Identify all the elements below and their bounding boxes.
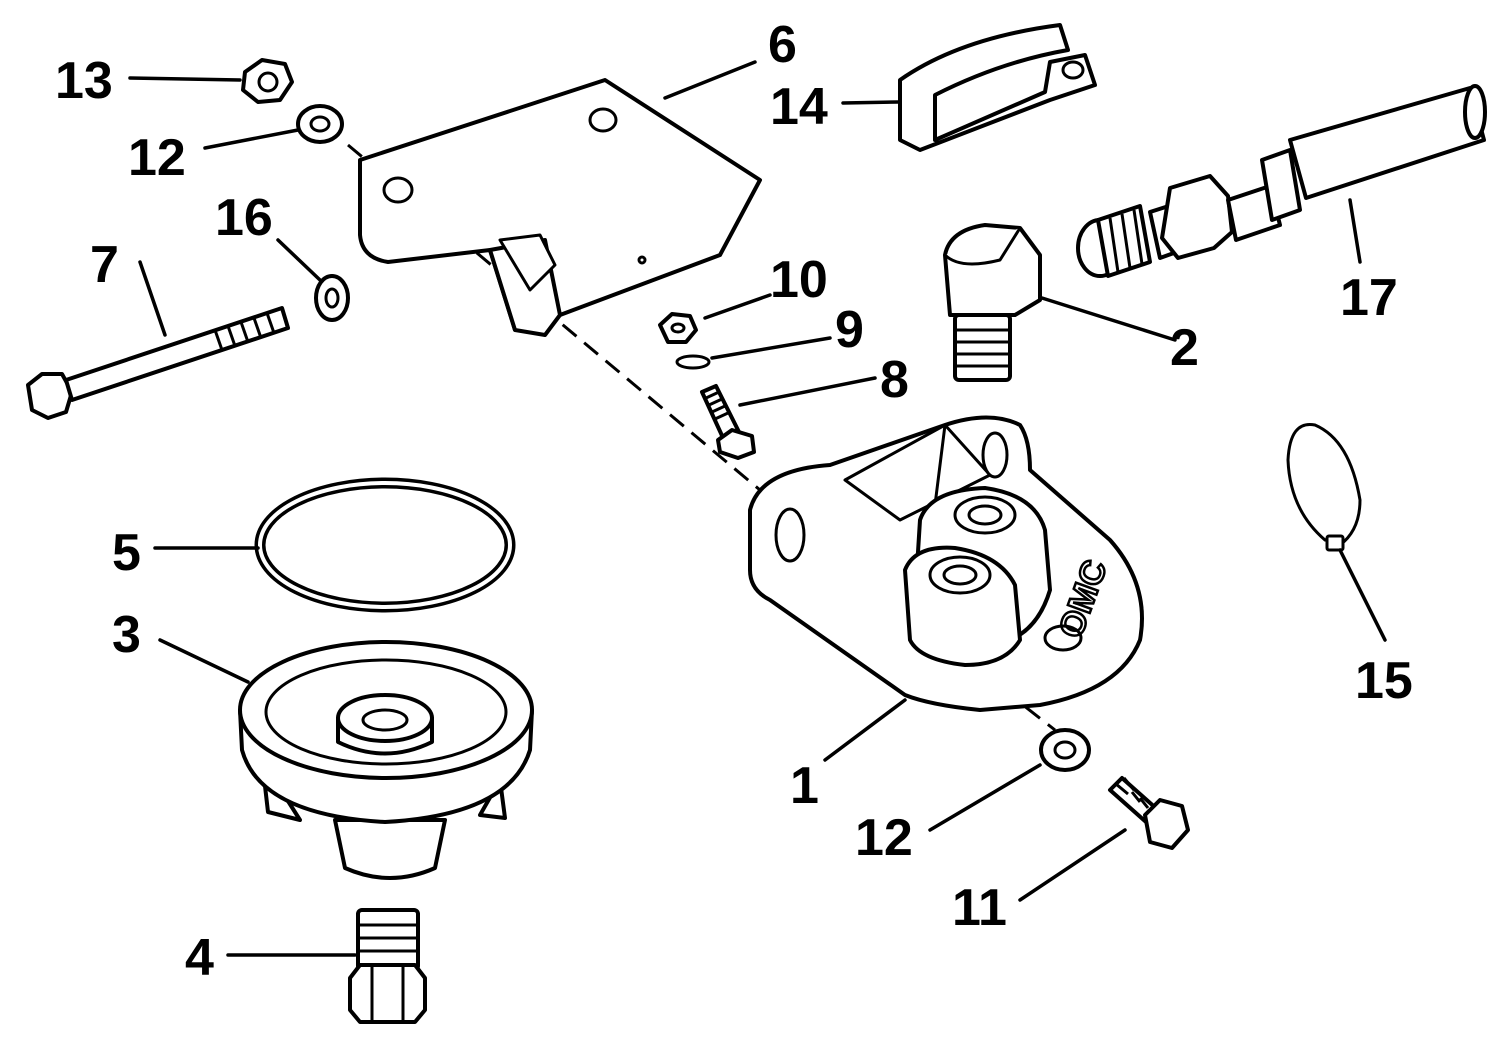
callout-8: 8 bbox=[880, 351, 909, 409]
part-4-drain-plug bbox=[348, 908, 427, 1024]
part-10-nut bbox=[658, 312, 698, 344]
part-11-bolt bbox=[1108, 776, 1190, 850]
part-14-clamp bbox=[898, 23, 1097, 152]
part-1-filter-head: OMC bbox=[748, 415, 1144, 712]
callout-4: 4 bbox=[185, 929, 214, 987]
callout-12-upper: 12 bbox=[128, 129, 186, 187]
part-13-nut bbox=[241, 58, 294, 104]
callout-10: 10 bbox=[770, 251, 828, 309]
callout-14: 14 bbox=[770, 78, 828, 136]
part-9-lock-washer bbox=[675, 354, 711, 370]
part-8-screw bbox=[700, 384, 756, 460]
callout-16: 16 bbox=[215, 189, 273, 247]
callout-labels: 13 12 16 7 6 14 10 9 8 2 17 15 5 3 1 12 … bbox=[55, 16, 1413, 987]
callout-3: 3 bbox=[112, 606, 141, 664]
part-3-filter-base bbox=[238, 640, 534, 880]
callout-9: 9 bbox=[835, 301, 864, 359]
part-2-elbow-fitting bbox=[943, 223, 1042, 382]
part-5-o-ring bbox=[254, 477, 516, 613]
part-7-bolt bbox=[26, 306, 290, 420]
callout-7: 7 bbox=[90, 236, 119, 294]
leader-lines bbox=[128, 60, 1387, 957]
callout-15: 15 bbox=[1355, 652, 1413, 710]
part-6-bracket bbox=[358, 78, 762, 337]
callout-11: 11 bbox=[952, 879, 1007, 937]
callout-2: 2 bbox=[1170, 319, 1199, 377]
part-17-hose-fitting bbox=[1076, 84, 1487, 278]
callout-6: 6 bbox=[768, 16, 797, 74]
callout-1: 1 bbox=[790, 757, 819, 815]
callout-5: 5 bbox=[112, 524, 141, 582]
part-12-washer-upper bbox=[296, 104, 344, 144]
part-12-washer-lower bbox=[1039, 728, 1091, 772]
part-16-washer bbox=[314, 274, 350, 322]
callout-12-lower: 12 bbox=[855, 809, 913, 867]
part-15-cable-tie bbox=[1286, 422, 1362, 552]
callout-17: 17 bbox=[1340, 269, 1398, 327]
callout-13: 13 bbox=[55, 52, 113, 110]
